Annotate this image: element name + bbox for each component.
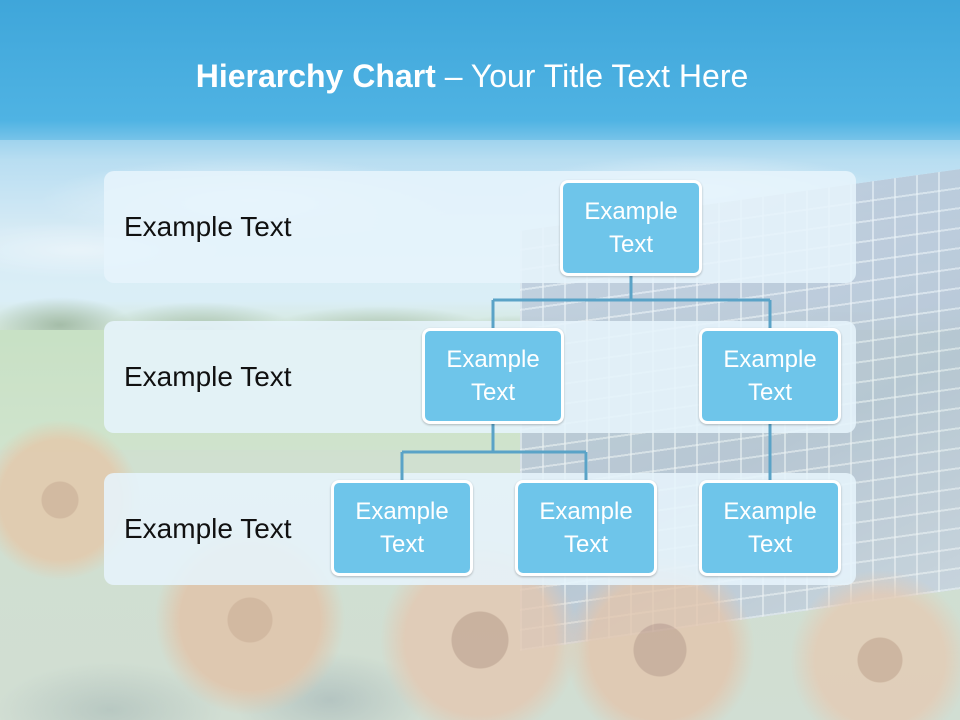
level-band-1: Example Text <box>104 171 856 283</box>
slide-title-bold: Hierarchy Chart <box>195 58 436 94</box>
node-root[interactable]: Example Text <box>560 180 702 276</box>
connector-left-to-level3 <box>400 420 588 482</box>
level-label-2: Example Text <box>124 361 292 392</box>
slide-title-rest: Your Title Text Here <box>470 58 749 94</box>
level-label-3: Example Text <box>124 513 292 544</box>
node-level3-middle[interactable]: Example Text <box>515 480 657 576</box>
node-level3-right[interactable]: Example Text <box>699 480 841 576</box>
node-level2-left[interactable]: Example Text <box>422 328 564 424</box>
connector-root-to-level2 <box>491 273 772 330</box>
node-level3-left[interactable]: Example Text <box>331 480 473 576</box>
level-label-1: Example Text <box>124 211 292 242</box>
node-level2-right[interactable]: Example Text <box>699 328 841 424</box>
slide-title: Hierarchy Chart – Your Title Text Here <box>0 56 944 96</box>
slide-title-dash: – <box>435 58 471 94</box>
